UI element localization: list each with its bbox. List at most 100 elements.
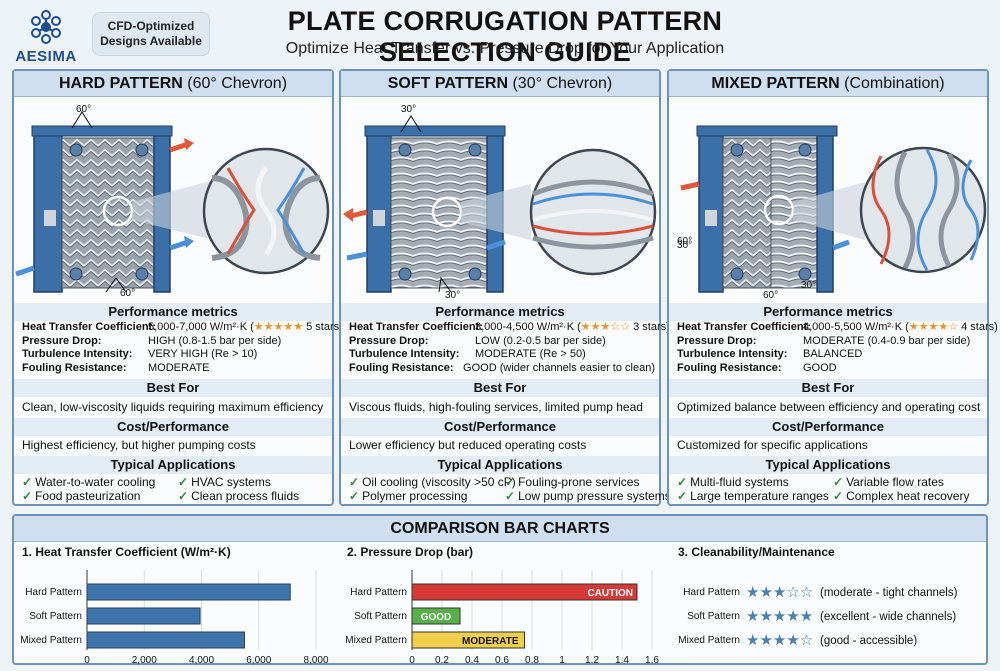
panel-soft-pattern: SOFT PATTERN (30° Chevron) 30° 30° Perfo…: [339, 69, 671, 506]
panel-hard-pattern: HARD PATTERN (60° Chevron): [12, 69, 343, 506]
metric-value: 4,000-5,500 W/m²·K (★★★★☆ 4 stars): [803, 321, 998, 335]
applications-list: ✓Water-to-water cooling ✓HVAC systems ✓F…: [22, 475, 328, 503]
metric-label: Fouling Resistance:: [22, 361, 127, 374]
bar: [411, 583, 638, 601]
tick-label: 0.4: [465, 655, 479, 666]
metric-label: Turbulence Intensity:: [22, 348, 133, 360]
metric-row: Fouling Resistance: GOOD (wider channels …: [349, 362, 655, 376]
checkmark-icon: ✓: [349, 489, 360, 503]
application-label: Polymer processing: [362, 489, 468, 503]
logo-text: AESIMA: [15, 48, 77, 65]
star-rating-icon: ★★★★★: [253, 321, 304, 333]
applications-list: ✓Oil cooling (viscosity >50 cP) ✓Fouling…: [349, 475, 671, 503]
best-for-text: Viscous fluids, high-fouling services, l…: [349, 400, 643, 414]
panel-title: MIXED PATTERN (Combination): [669, 71, 987, 97]
tick-label: 0.6: [495, 655, 509, 666]
panel-title-detail: (30° Chevron): [508, 75, 613, 92]
panel-title-main: MIXED PATTERN: [711, 75, 840, 92]
application-label: Oil cooling (viscosity >50 cP): [362, 475, 516, 489]
applications-heading: Typical Applications: [14, 456, 332, 474]
tick-label: 0: [84, 655, 90, 666]
application-label: Low pump pressure systems: [518, 489, 671, 503]
metric-row: Pressure Drop:MODERATE (0.4-0.9 bar per …: [677, 335, 983, 349]
hard-angle-top-label: 60°: [76, 104, 91, 115]
metrics-list: Heat Transfer Coefficient:4,000-5,500 W/…: [677, 321, 998, 375]
metric-value: GOOD: [803, 361, 837, 374]
best-for-heading: Best For: [14, 379, 332, 397]
application-item: ✓Fouling-prone services: [505, 475, 655, 489]
bar: [411, 631, 525, 649]
hard-zoom-detail: [211, 166, 321, 261]
metric-label: Pressure Drop:: [22, 334, 102, 347]
category-label: Soft Pattern: [687, 611, 740, 622]
logo: AESIMA: [10, 8, 82, 65]
metric-row: Heat Transfer Coefficient:3,000-4,500 W/…: [349, 321, 670, 335]
category-label: Soft Pattern: [354, 611, 407, 622]
metric-value: 5,000-7,000 W/m²·K (★★★★★ 5 stars): [148, 321, 343, 335]
metric-row: Pressure Drop:LOW (0.2-0.5 bar per side): [349, 335, 655, 349]
application-label: Clean process fluids: [191, 489, 300, 503]
cost-text: Lower efficiency but reduced operating c…: [349, 438, 587, 452]
applications-list: ✓Multi-fluid systems ✓Variable flow rate…: [677, 475, 983, 503]
best-for-heading: Best For: [669, 379, 987, 397]
application-label: Water-to-water cooling: [35, 475, 156, 489]
star-rating-icon: ★★★★★: [746, 607, 813, 625]
metric-label: Pressure Drop:: [677, 334, 757, 347]
checkmark-icon: ✓: [677, 489, 688, 503]
header: AESIMA CFD-Optimized Designs Available P…: [0, 0, 1000, 67]
application-item: ✓Clean process fluids: [178, 489, 328, 503]
bar: [86, 607, 201, 625]
metrics-list: Heat Transfer Coefficient:3,000-4,500 W/…: [349, 321, 670, 376]
cfd-badge-line1: CFD-Optimized: [107, 19, 195, 33]
application-item: ✓Food pasteurization: [22, 489, 178, 503]
application-item: ✓Low pump pressure systems: [505, 489, 671, 503]
metric-value: GOOD (wider channels easier to clean): [463, 361, 655, 374]
rating-note: (good - accessible): [820, 635, 917, 647]
checkmark-icon: ✓: [178, 489, 189, 503]
checkmark-icon: ✓: [833, 475, 844, 489]
panel-title-main: SOFT PATTERN: [387, 75, 509, 92]
mixed-pattern-illustration: 30° 60° 60° 30°: [677, 125, 987, 301]
panel-title-detail: (60° Chevron): [182, 75, 288, 92]
metric-value: HIGH (0.8-1.5 bar per side): [148, 334, 282, 347]
tick-label: 1.6: [645, 655, 659, 666]
tick-label: 0.2: [435, 655, 449, 666]
tick-label: 1.2: [585, 655, 599, 666]
metric-value: BALANCED: [803, 348, 863, 360]
comparison-title: COMPARISON BAR CHARTS: [14, 516, 986, 542]
metric-value-suffix: 3 stars): [630, 321, 670, 333]
bar-label: MODERATE: [462, 636, 519, 647]
metric-value-suffix: 5 stars): [303, 321, 343, 333]
application-label: Variable flow rates: [846, 475, 944, 489]
best-for-heading: Best For: [341, 379, 659, 397]
cost-text: Customized for specific applications: [677, 438, 868, 452]
category-label: Hard Pattern: [25, 587, 82, 598]
metrics-heading: Performance metrics: [669, 303, 987, 321]
tick-label: 1.4: [615, 655, 629, 666]
application-label: Large temperature ranges: [690, 489, 829, 503]
tick-label: 6,000: [246, 655, 271, 666]
cost-heading: Cost/Performance: [14, 418, 332, 436]
panel-title: HARD PATTERN (60° Chevron): [14, 71, 332, 97]
cfd-badge-line2: Designs Available: [100, 34, 202, 48]
metrics-list: Heat Transfer Coefficient:5,000-7,000 W/…: [22, 321, 343, 375]
metric-label: Fouling Resistance:: [349, 361, 454, 374]
metric-value-text: 4,000-5,500 W/m²·K (: [803, 321, 909, 333]
metric-value: VERY HIGH (Re > 10): [148, 348, 258, 360]
chart3-title: 3. Cleanability/Maintenance: [678, 545, 835, 559]
application-item: ✓Variable flow rates: [833, 475, 983, 489]
application-item: ✓Oil cooling (viscosity >50 cP): [349, 475, 516, 489]
tick-label: 4,000: [189, 655, 214, 666]
mixed-angle-bottom-label: 60°: [763, 290, 778, 301]
soft-zoom-detail: [532, 179, 654, 250]
applications-heading: Typical Applications: [341, 456, 659, 474]
checkmark-icon: ✓: [178, 475, 189, 489]
best-for-text: Clean, low-viscosity liquids requiring m…: [22, 400, 324, 414]
bar: [411, 607, 461, 625]
logo-mark-icon: [31, 10, 61, 44]
metric-row: Turbulence Intensity:MODERATE (Re > 50): [349, 348, 655, 362]
metric-row: Turbulence Intensity: VERY HIGH (Re > 10): [22, 348, 328, 362]
category-label: Mixed Pattern: [20, 635, 82, 646]
checkmark-icon: ✓: [677, 475, 688, 489]
hard-angle-bottom-label: 60°: [120, 288, 135, 299]
